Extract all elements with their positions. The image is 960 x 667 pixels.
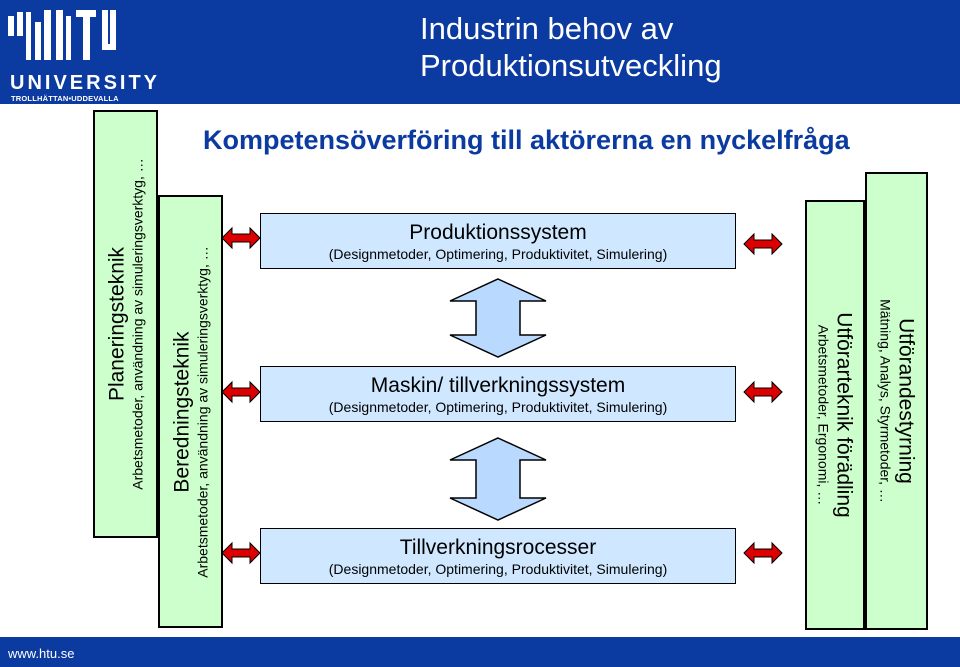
double-arrow-horizontal-icon bbox=[743, 380, 783, 404]
double-arrow-horizontal-icon bbox=[221, 226, 261, 250]
logo-wordmark: UNIVERSITY bbox=[10, 72, 161, 94]
panel-title: Planeringsteknik bbox=[105, 246, 128, 402]
box-title: Maskin/ tillverkningssystem bbox=[370, 374, 626, 397]
box-title: Tillverkningsrocesser bbox=[399, 536, 597, 559]
page-title: Industrin behov av Produktionsutveckling bbox=[420, 10, 722, 84]
double-arrow-horizontal-icon bbox=[221, 541, 261, 565]
panel-utforarteknik: Utförarteknik förädling Arbetsmetoder, E… bbox=[805, 200, 865, 630]
box-subtitle: (Designmetoder, Optimering, Produktivite… bbox=[328, 246, 668, 262]
double-arrow-horizontal-icon bbox=[221, 380, 261, 404]
box-produktionssystem: Produktionssystem (Designmetoder, Optime… bbox=[260, 213, 736, 269]
panel-subtitle: Arbetsmetoder, användning av simulerings… bbox=[194, 245, 210, 578]
logo-subtitle: TROLLHÄTTAN•UDDEVALLA bbox=[11, 94, 119, 103]
footer-url-link[interactable]: www.htu.se bbox=[8, 646, 75, 661]
panel-title: Beredningsteknik bbox=[170, 330, 193, 493]
panel-subtitle: Arbetsmetoder, Ergonomi, … bbox=[815, 324, 832, 506]
double-arrow-horizontal-icon bbox=[743, 232, 783, 256]
panel-beredningsteknik: Beredningsteknik Arbetsmetoder, användni… bbox=[158, 195, 223, 628]
panel-title: Utförarteknik förädling bbox=[832, 312, 856, 518]
panel-planeringsteknik: Planeringsteknik Arbetsmetoder, användni… bbox=[93, 110, 158, 538]
page-title-line-2: Produktionsutveckling bbox=[420, 48, 722, 83]
header-band: UNIVERSITY TROLLHÄTTAN•UDDEVALLA Industr… bbox=[0, 0, 960, 104]
double-arrow-horizontal-icon bbox=[743, 541, 783, 565]
box-title: Produktionssystem bbox=[409, 221, 587, 244]
footer-band bbox=[0, 637, 960, 667]
box-subtitle: (Designmetoder, Optimering, Produktivite… bbox=[328, 399, 668, 415]
slide-subtitle: Kompetensöverföring till aktörerna en ny… bbox=[203, 125, 850, 155]
panel-subtitle: Mätning, Analys, Styrmetoder, … bbox=[877, 299, 893, 503]
box-tillverkningsrocesser: Tillverkningsrocesser (Designmetoder, Op… bbox=[260, 528, 736, 584]
box-maskin-tillverkningssystem: Maskin/ tillverkningssystem (Designmetod… bbox=[260, 366, 736, 422]
panel-utforandestyrning: Utförandestyrning Mätning, Analys, Styrm… bbox=[865, 172, 928, 630]
page-title-line-1: Industrin behov av bbox=[420, 11, 674, 46]
panel-title: Utförandestyrning bbox=[894, 318, 917, 484]
double-arrow-vertical-icon bbox=[449, 278, 547, 358]
htu-logo-icon: UNIVERSITY TROLLHÄTTAN•UDDEVALLA bbox=[6, 6, 157, 103]
box-subtitle: (Designmetoder, Optimering, Produktivite… bbox=[328, 561, 668, 577]
panel-subtitle: Arbetsmetoder, användning av simulerings… bbox=[129, 158, 145, 490]
double-arrow-vertical-icon bbox=[449, 437, 547, 521]
